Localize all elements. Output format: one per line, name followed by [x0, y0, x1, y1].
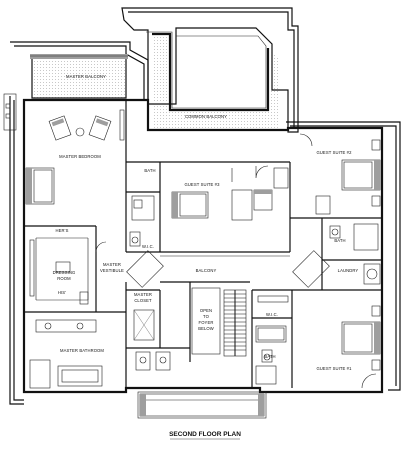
- guest-suite-2-label: GUEST SUITE #2: [316, 150, 352, 155]
- his-label: HIS': [58, 290, 66, 295]
- front-portico: [137, 391, 267, 419]
- master-closet-line2: CLOSET: [134, 298, 152, 303]
- master-bathroom-area: MASTER BATHROOM: [29, 319, 171, 389]
- master-vestibule-line2: VESTIBULE: [100, 268, 124, 273]
- wic-a-label: W.I.C.: [142, 244, 154, 249]
- master-bedroom-furniture: MASTER BEDROOM: [25, 109, 125, 205]
- guest-suite-3-label: GUEST SUITE #3: [184, 182, 220, 187]
- guest-suite-3-area: BATH W.I.C. GUEST SUITE #3: [129, 165, 289, 249]
- master-bathroom-label: MASTER BATHROOM: [60, 348, 104, 353]
- interior-walls: [24, 100, 382, 388]
- master-closet-area: MASTER CLOSET: [133, 292, 155, 341]
- common-balcony-label: COMMON BALCONY: [185, 114, 227, 119]
- laundry-label: LAUNDRY: [338, 268, 359, 273]
- open-line1: OPEN: [200, 308, 212, 313]
- open-line2: TO: [203, 314, 210, 319]
- wic-b-bath-c-area: W.I.C. BATH: [255, 295, 289, 385]
- master-balcony: MASTER BALCONY: [30, 54, 128, 99]
- master-balcony-label: MASTER BALCONY: [66, 74, 106, 79]
- open-line3: FOYER: [199, 320, 214, 325]
- master-vestibule-line1: MASTER: [103, 262, 121, 267]
- exterior-walls: [3, 93, 384, 394]
- balcony-label: BALCONY: [196, 268, 217, 273]
- guest-suite-2-area: GUEST SUITE #2: [299, 133, 381, 215]
- dressing-label-line2: ROOM: [57, 276, 71, 281]
- wic-b-label: W.I.C.: [266, 312, 278, 317]
- guest-suite-1-label: GUEST SUITE #1: [316, 366, 352, 371]
- open-line4: BELOW: [198, 326, 214, 331]
- hers-label: HER'S: [56, 228, 69, 233]
- guest-suite-1-area: GUEST SUITE #1: [316, 305, 381, 389]
- master-bedroom-label: MASTER BEDROOM: [59, 154, 101, 159]
- common-balcony: COMMON BALCONY: [146, 31, 278, 128]
- bath-b-label: BATH: [334, 238, 345, 243]
- plan-title: SECOND FLOOR PLAN: [169, 431, 241, 438]
- master-vestibule-area: MASTER VESTIBULE: [95, 241, 124, 273]
- bath-b-laundry-area: BATH LAUNDRY: [329, 223, 381, 285]
- bath-c-label: BATH: [264, 354, 275, 359]
- balcony-hall: BALCONY: [126, 250, 330, 288]
- master-closet-line1: MASTER: [134, 292, 152, 297]
- dressing-room-area: HER'S DRESSING ROOM HIS': [29, 228, 89, 305]
- bath-a-label: BATH: [144, 168, 155, 173]
- dressing-label-line1: DRESSING: [53, 270, 76, 275]
- roof-eave-outline: [9, 7, 401, 405]
- open-to-foyer-area: OPEN TO FOYER BELOW: [191, 287, 247, 357]
